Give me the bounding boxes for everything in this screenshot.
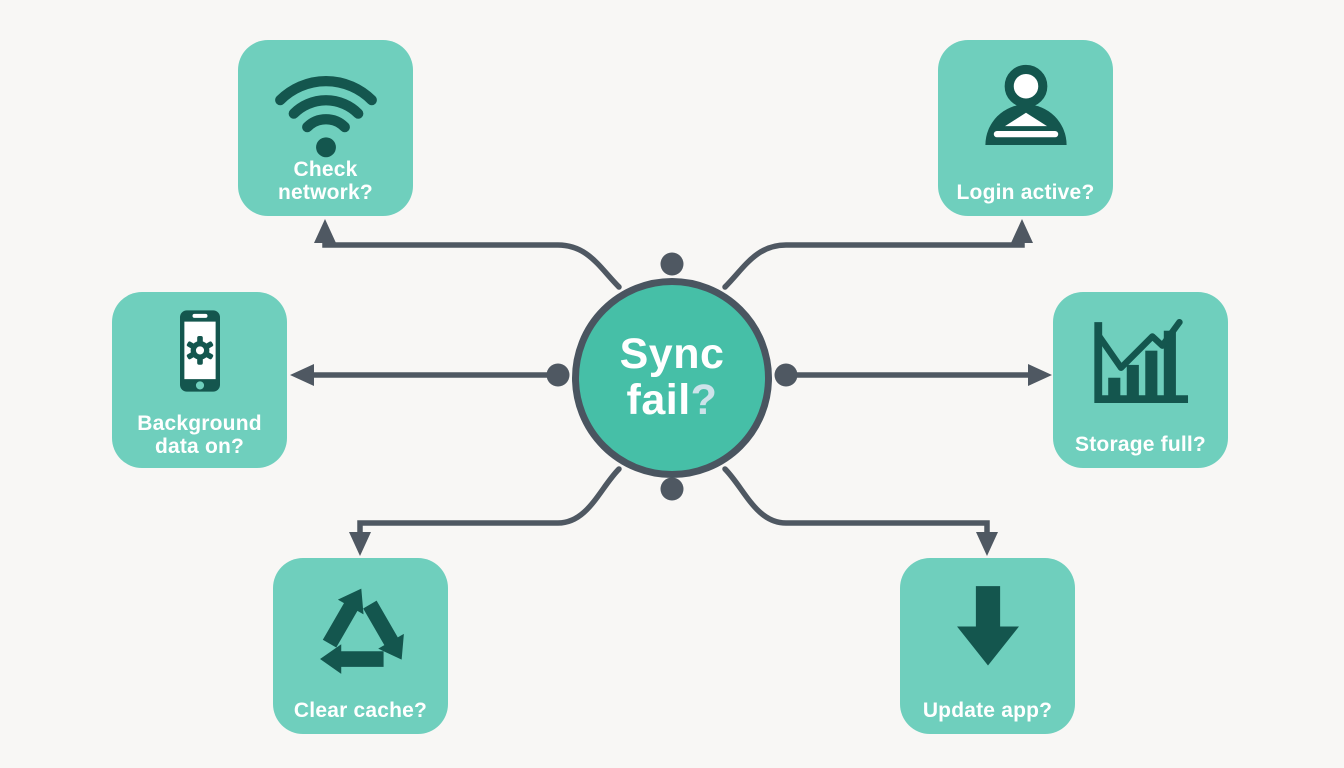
node-clear-cache: Clear cache? bbox=[273, 558, 448, 734]
phone-settings-icon bbox=[112, 298, 287, 418]
arrowhead-right bbox=[1028, 364, 1052, 386]
node-login-active: Login active? bbox=[938, 40, 1113, 216]
connector-to-login-active bbox=[722, 231, 1025, 290]
wifi-icon bbox=[238, 46, 413, 174]
arrowhead-up-right bbox=[1011, 219, 1033, 243]
connection-dot-bottom bbox=[660, 477, 684, 501]
download-arrow-icon bbox=[900, 564, 1075, 692]
connection-dot-right bbox=[774, 363, 798, 387]
arrowhead-down-left bbox=[349, 532, 371, 556]
connector-to-clear-cache bbox=[357, 466, 622, 543]
node-background-data: Background data on? bbox=[112, 292, 287, 468]
node-label: Clear cache? bbox=[293, 699, 428, 723]
node-storage-full: Storage full? bbox=[1053, 292, 1228, 468]
bar-chart-icon bbox=[1053, 298, 1228, 418]
connector-to-check-network bbox=[322, 231, 622, 290]
node-label: Background data on? bbox=[137, 411, 262, 459]
node-label: Storage full? bbox=[1075, 433, 1206, 457]
arrowhead-left bbox=[290, 364, 314, 386]
node-check-network: Check network? bbox=[238, 40, 413, 216]
center-node-label: Sync fail? bbox=[619, 330, 725, 424]
node-update-app: Update app? bbox=[900, 558, 1075, 734]
center-node-sync-fail: Sync fail? bbox=[572, 278, 772, 478]
connection-dot-left bbox=[546, 363, 570, 387]
connector-to-update-app bbox=[722, 466, 990, 543]
connection-dot-top bbox=[660, 252, 684, 276]
arrowhead-down-right bbox=[976, 532, 998, 556]
arrowhead-up-left bbox=[314, 219, 336, 243]
user-icon bbox=[938, 46, 1113, 174]
recycle-icon bbox=[273, 564, 448, 692]
node-label: Login active? bbox=[956, 181, 1095, 205]
node-label: Update app? bbox=[922, 699, 1053, 723]
node-label: Check network? bbox=[278, 157, 373, 205]
